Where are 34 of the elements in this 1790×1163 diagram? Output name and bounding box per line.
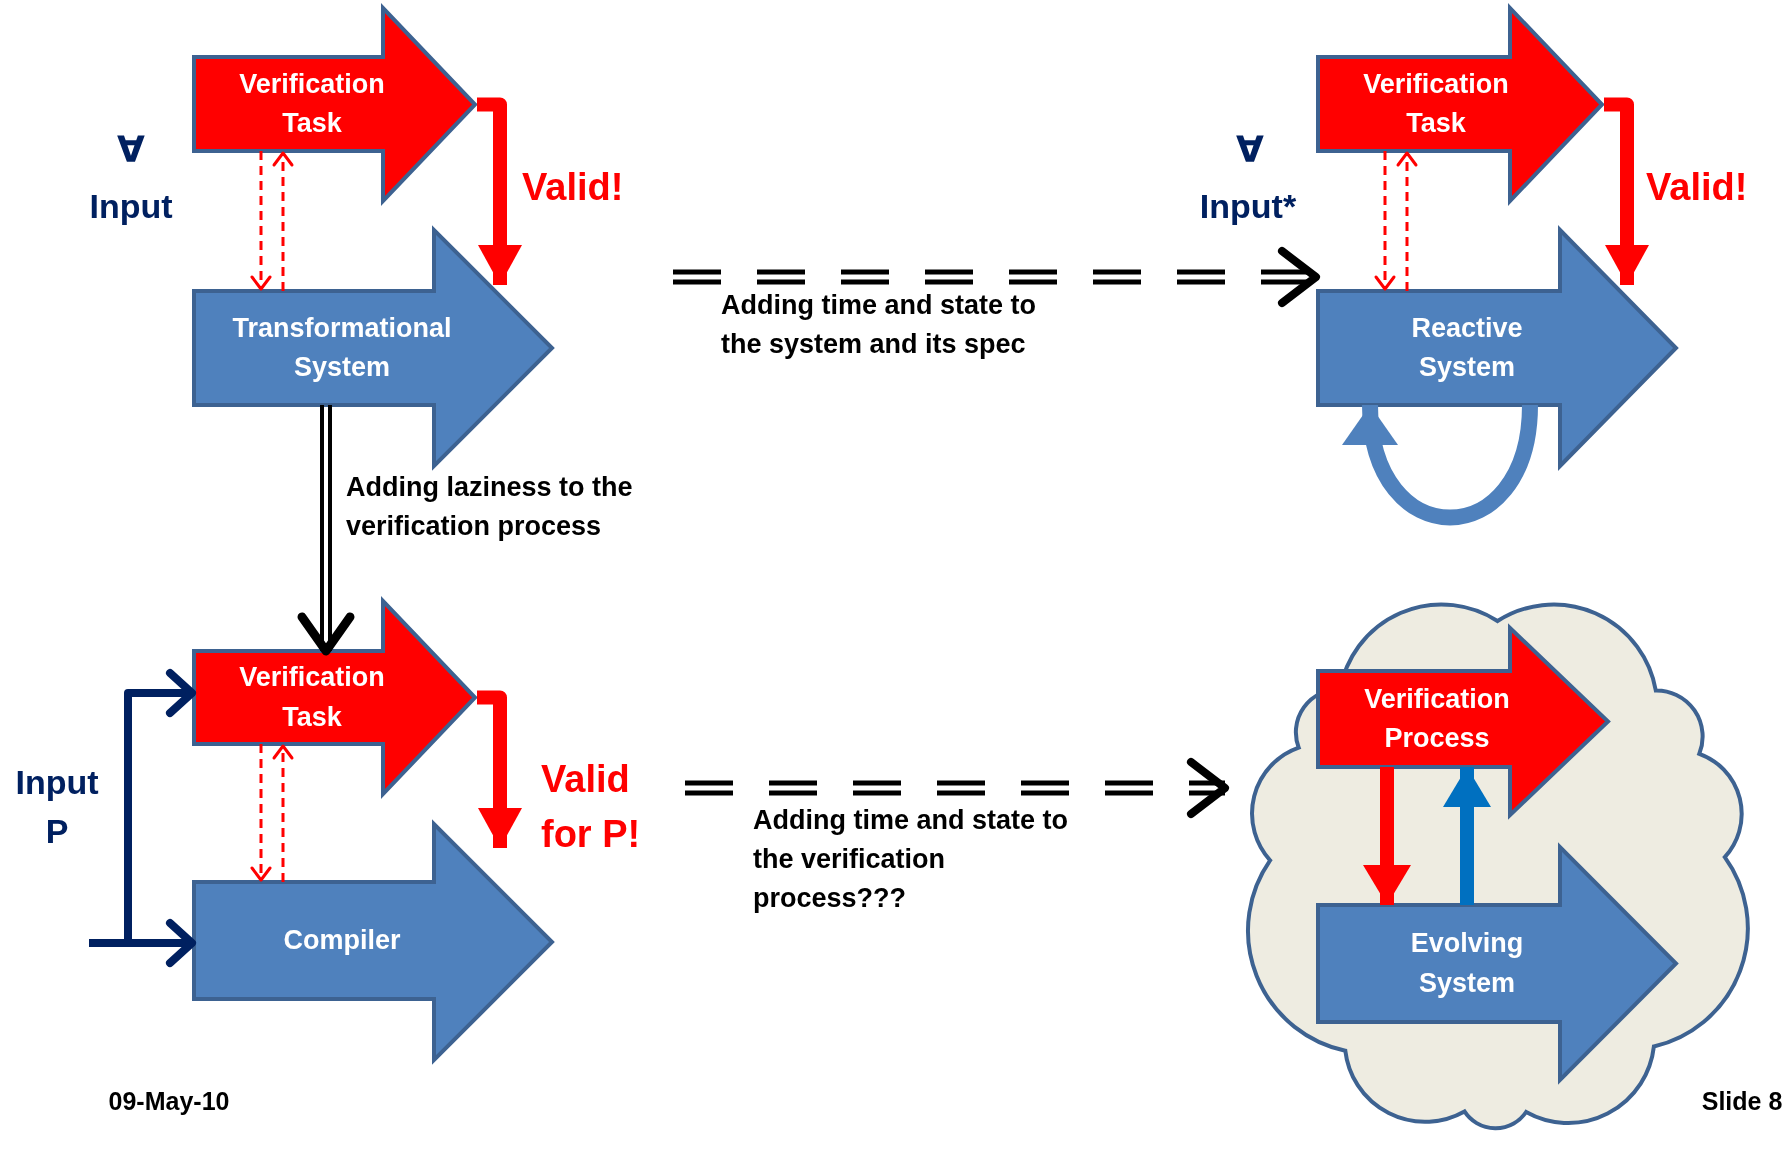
arrow [250, 744, 272, 882]
node-label: Verification Task [238, 661, 386, 734]
arrow [1604, 97, 1649, 285]
arrow [1363, 767, 1411, 905]
slide-number: Slide 8 [1700, 1086, 1784, 1117]
edge-label: Valid! [522, 165, 625, 210]
edge-label: Adding time and state to the verification process??? [753, 804, 1069, 916]
arrow [1443, 767, 1491, 905]
edge-label: Valid for P! [541, 757, 642, 858]
node-label: Compiler [283, 923, 401, 957]
arrow [1374, 151, 1396, 291]
edge-label: Valid! [1646, 165, 1749, 210]
arrow [477, 690, 522, 848]
arrow [272, 744, 294, 882]
edge-label: Adding time and state to the system and its spec [721, 289, 1037, 362]
node-label: Transformational System [231, 311, 453, 384]
input-label: Input P [14, 762, 100, 853]
double-line-arrow [297, 403, 355, 656]
node-label: Verification Task [238, 67, 386, 140]
node-label: Evolving System [1409, 927, 1525, 1000]
quantifier-symbol: ∀ [116, 128, 146, 172]
arrow [477, 97, 522, 285]
input-label: Input* [1198, 186, 1298, 227]
arrow [1345, 404, 1538, 526]
node-label: Verification Process [1363, 682, 1511, 755]
node-label: Reactive System [1410, 311, 1524, 384]
input-label: Input [88, 186, 174, 227]
date-text: 09-May-10 [107, 1086, 231, 1117]
node-label: Verification Task [1362, 67, 1510, 140]
quantifier-symbol: ∀ [1235, 128, 1265, 172]
arrow [1396, 151, 1418, 291]
edge-label: Adding laziness to the verification process [346, 471, 634, 544]
arrow [250, 151, 272, 291]
arrow [272, 151, 294, 291]
